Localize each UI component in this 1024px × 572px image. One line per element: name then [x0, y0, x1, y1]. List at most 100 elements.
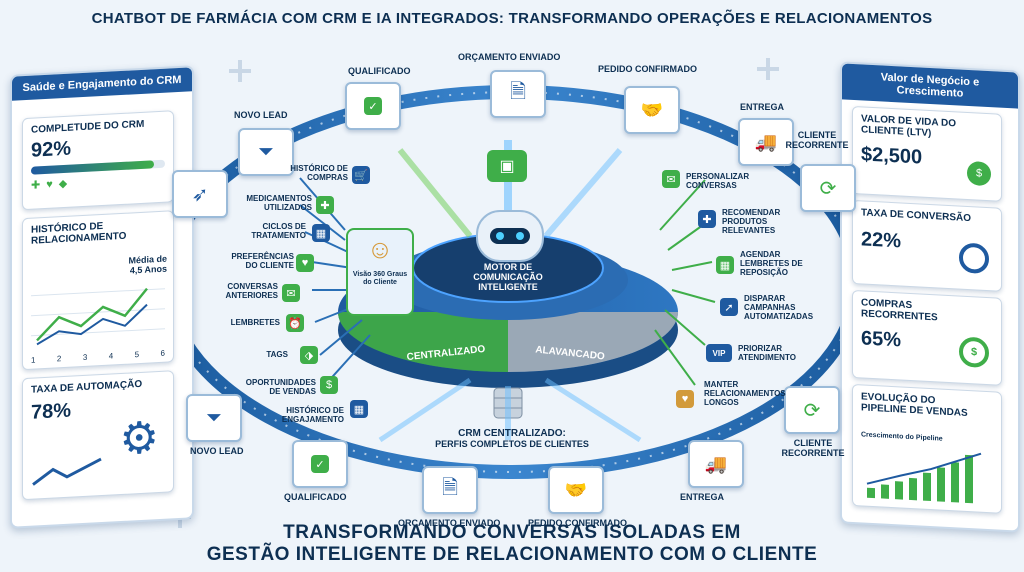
input-label: PREFERÊNCIAS DO CLIENTE — [231, 252, 294, 270]
calendar-icon: ▦ — [716, 256, 734, 274]
health-icons: ✚♥◆ — [31, 177, 74, 192]
document-icon: 🗎 — [441, 477, 459, 499]
page-title: CHATBOT DE FARMÁCIA COM CRM E IA INTEGRA… — [91, 10, 933, 27]
output-label: PERSONALIZAR CONVERSAS — [686, 172, 750, 190]
bottom-order-stage: 🤝 — [548, 466, 604, 514]
crm-health-panel: Saúde e Engajamento do CRM COMPLETUDE DO… — [10, 65, 194, 529]
repeat-dollar-icon: $ — [959, 336, 989, 369]
funnel-icon: ⏷ — [258, 140, 274, 163]
input-label: CONVERSAS ANTERIORES — [225, 282, 278, 300]
history-line-chart — [31, 287, 165, 346]
top-stage-3: ✓ — [345, 82, 401, 130]
business-value-header: Valor de Negócio e Crescimento — [842, 63, 1018, 109]
bottom-title-line1: TRANSFORMANDO CONVERSAS ISOLADAS EM — [283, 522, 741, 543]
bottom-stage-5: 🚚 — [688, 440, 744, 488]
pipeline-label: EVOLUÇÃO DO PIPELINE DE VENDAS — [861, 391, 968, 419]
top-stage-label: CLIENTE RECORRENTE — [785, 130, 849, 150]
refresh-icon: ⟳ — [803, 399, 821, 422]
bottom-delivery-stage: 🚚 — [688, 440, 744, 488]
check-icon: ✓ — [311, 455, 329, 473]
robot-icon — [476, 210, 544, 262]
input-label: TAGS — [266, 350, 288, 359]
money-bag-icon: $ — [320, 376, 338, 394]
history-tick: 3 — [82, 352, 88, 363]
dollar-icon: $ — [967, 160, 991, 187]
chip-icon: ▣ — [487, 150, 527, 182]
bottom-stage-6: ⟳ — [784, 386, 840, 434]
output-label: PRIORIZAR ATENDIMENTO — [738, 344, 796, 362]
top-stage-4: 🗎 — [490, 70, 546, 118]
history-tick: 6 — [160, 348, 165, 358]
bottom-title-line2: GESTÃO INTELIGENTE DE RELACIONAMENTO COM… — [206, 544, 818, 565]
ltv-card: VALOR DE VIDA DO CLIENTE (LTV) $2,500 $ — [852, 105, 1002, 202]
customer-360-label: Visão 360 Graus do Cliente — [352, 271, 408, 286]
bottom-stage-4: 🤝 — [548, 466, 604, 514]
bottom-qualified-stage: ✓ — [292, 440, 348, 488]
history-tick: 1 — [31, 355, 36, 365]
chat-icon: ✉ — [282, 284, 300, 302]
history-tick: 4 — [108, 351, 114, 361]
top-stage-label: ORÇAMENTO ENVIADO — [458, 52, 561, 62]
engine-label: MOTOR DE COMUNICAÇÃO INTELIGENTE — [473, 262, 543, 292]
funnel-stage: ⏷ — [238, 128, 294, 176]
heart-icon: ♥ — [296, 254, 314, 272]
refresh-icon: ⟳ — [819, 177, 837, 200]
check-icon: ✓ — [364, 97, 382, 115]
handshake-icon: 🤝 — [640, 99, 664, 120]
repeat-label: COMPRAS RECORRENTES — [861, 297, 938, 324]
output-label: RECOMENDAR PRODUTOS RELEVANTES — [722, 208, 781, 235]
history-tick: 2 — [56, 354, 62, 364]
calendar-icon: ▦ — [350, 400, 368, 418]
crm-caption: CRM CENTRALIZADO: PERFIS COMPLETOS DE CL… — [412, 428, 612, 449]
history-card: HISTÓRICO DE RELACIONAMENTO Média de 4,5… — [22, 210, 174, 371]
output-label: DISPARAR CAMPANHAS AUTOMATIZADAS — [744, 294, 814, 321]
truck-icon: 🚚 — [704, 453, 728, 474]
output-label: MANTER RELACIONAMENTOS LONGOS — [704, 380, 786, 407]
document-icon: 🗎 — [509, 81, 527, 103]
tag-icon: ⬗ — [300, 346, 318, 364]
cart-icon: 🛒 — [352, 166, 370, 184]
calendar-icon: ▦ — [312, 224, 330, 242]
pipeline-bar-chart — [866, 452, 982, 504]
crm-caption-title: CRM CENTRALIZADO: — [458, 428, 566, 439]
top-stage-1: ➶ — [172, 170, 228, 218]
input-label: HISTÓRICO DE COMPRAS — [290, 164, 348, 182]
delivery-stage: 🚚 — [738, 118, 794, 166]
bottom-stage-1: ⏷ — [186, 394, 242, 442]
bottom-stage-2: ✓ — [292, 440, 348, 488]
bottom-funnel-stage: ⏷ — [186, 394, 242, 442]
bottom-recurring-stage: ⟳ — [784, 386, 840, 434]
bottom-stage-label: PEDIDO CONFIRMADO — [528, 518, 627, 528]
top-stage-label: QUALIFICADO — [348, 66, 411, 76]
top-stage-label: NOVO LEAD — [234, 110, 288, 120]
qualified-stage: ✓ — [345, 82, 401, 130]
trend-arrow-icon — [32, 457, 102, 486]
pill-bottle-icon: ✚ — [698, 210, 716, 228]
completeness-value: 92% — [31, 137, 72, 162]
top-stage-2: ⏷ — [238, 128, 294, 176]
input-label: HISTÓRICO DE ENGAJAMENTO — [281, 406, 344, 424]
bottom-stage-label: ENTREGA — [680, 492, 725, 502]
top-stage-7: ⟳ — [800, 164, 856, 212]
truck-icon: 🚚 — [754, 131, 778, 152]
alarm-icon: ⏰ — [286, 314, 304, 332]
top-stage-5: 🤝 — [624, 86, 680, 134]
pipeline-card: EVOLUÇÃO DO PIPELINE DE VENDAS Crescimen… — [852, 383, 1002, 514]
history-note: Média de 4,5 Anos — [128, 253, 167, 276]
repeat-card: COMPRAS RECORRENTES 65% $ — [852, 289, 1002, 386]
new-lead-stage: ➶ — [172, 170, 228, 218]
automation-label: TAXA DE AUTOMAÇÃO — [31, 378, 143, 396]
ltv-label: VALOR DE VIDA DO CLIENTE (LTV) — [861, 113, 957, 140]
lead-icon: ➶ — [191, 183, 209, 206]
top-stage-label: ENTREGA — [740, 102, 785, 112]
automation-card: TAXA DE AUTOMAÇÃO 78% ⚙ — [22, 370, 174, 501]
customer-360-card: ☺ Visão 360 Graus do Cliente — [346, 228, 414, 316]
handshake-icon: ♥ — [676, 390, 694, 408]
chat-icon: ✉ — [662, 170, 680, 188]
history-tick: 5 — [134, 350, 140, 360]
funnel-icon: ⏷ — [206, 406, 222, 429]
bottom-quote-stage: 🗎 — [422, 466, 478, 514]
conversion-label: TAXA DE CONVERSÃO — [861, 207, 972, 225]
pipeline-chart-label: Crescimento do Pipeline — [861, 431, 943, 443]
input-label: MEDICAMENTOS UTILIZADOS — [246, 194, 312, 212]
